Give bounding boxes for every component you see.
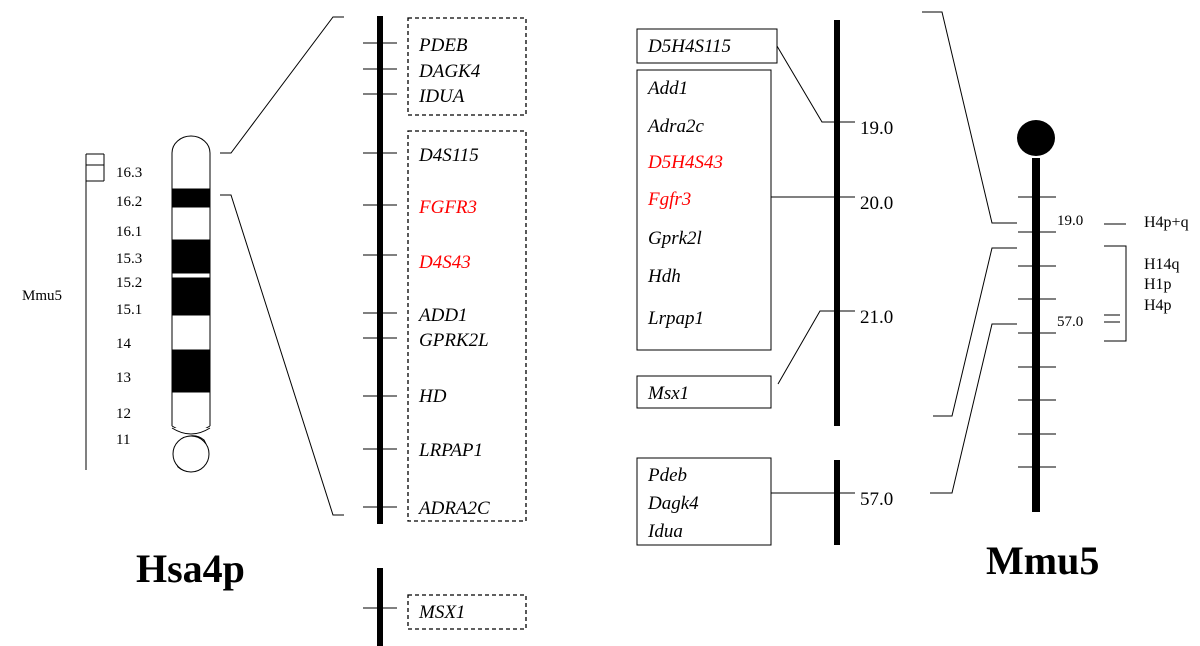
band-label: 15.1 <box>116 302 142 318</box>
gene-label: MSX1 <box>418 602 465 623</box>
tick-label: 57.0 <box>1057 314 1083 330</box>
band-label: 16.3 <box>116 165 142 181</box>
gene-label: ADRA2C <box>417 498 490 519</box>
mouse-map-connectors <box>771 46 855 493</box>
position-label: 21.0 <box>860 307 893 328</box>
expansion-line-bottom <box>220 195 344 515</box>
ideogram-top-cap <box>172 136 210 153</box>
band-label: 14 <box>116 336 132 352</box>
gene-label: Add1 <box>646 78 688 99</box>
human-gene-labels: PDEB DAGK4 IDUA D4S115 FGFR3 D4S43 ADD1 … <box>417 35 490 623</box>
gene-label: Msx1 <box>647 383 689 404</box>
band-15-1 <box>172 278 210 315</box>
gene-group-box-2 <box>408 131 526 521</box>
gene-label: Idua <box>647 521 683 542</box>
side-label-mmu5: Mmu5 <box>22 288 62 304</box>
expansion-line-top <box>220 17 344 153</box>
gene-label-highlighted: D4S43 <box>418 252 471 273</box>
human-expansion-lines <box>220 17 344 515</box>
gene-label: Lrpap1 <box>647 308 704 329</box>
homology-label: H4p <box>1144 297 1172 314</box>
gene-label: Dagk4 <box>647 493 699 514</box>
gene-label: PDEB <box>418 35 468 56</box>
band-labels: 16.3 16.2 16.1 15.3 15.2 15.1 14 13 12 1… <box>116 165 142 448</box>
band-label: 15.3 <box>116 251 142 267</box>
gene-label-highlighted: D5H4S43 <box>647 152 723 173</box>
ideogram-lower-circle <box>173 436 209 472</box>
band-label: 13 <box>116 370 131 386</box>
tick-label: 19.0 <box>1057 213 1083 229</box>
mouse-map-labels: D5H4S115 Add1 Adra2c D5H4S43 Fgfr3 Gprk2… <box>646 36 893 542</box>
centromere <box>1017 120 1055 156</box>
band-label: 16.1 <box>116 224 142 240</box>
gene-label: Adra2c <box>646 116 705 137</box>
homology-label: H1p <box>1144 276 1172 293</box>
band-ticks <box>86 154 104 470</box>
homology-label: H14q <box>1144 256 1180 273</box>
gene-label: HD <box>418 386 447 407</box>
band-label: 11 <box>116 432 130 448</box>
band-label: 12 <box>116 406 131 422</box>
mouse-chromosome-labels: 19.0 57.0 H4p+q H14q H1p H4p <box>1057 213 1189 330</box>
gene-label: D5H4S115 <box>647 36 731 57</box>
gene-label: ADD1 <box>417 305 468 326</box>
gene-label: IDUA <box>418 86 465 107</box>
human-ideogram <box>172 136 210 471</box>
position-label: 20.0 <box>860 193 893 214</box>
position-label: 57.0 <box>860 489 893 510</box>
band-13 <box>172 350 210 392</box>
gene-label: Gprk2l <box>648 228 702 249</box>
human-title: Hsa4p <box>136 546 245 591</box>
mouse-expansion-lines <box>922 12 1017 493</box>
gene-label-highlighted: Fgfr3 <box>647 189 691 210</box>
gene-label: LRPAP1 <box>418 440 483 461</box>
gene-label-highlighted: FGFR3 <box>418 197 477 218</box>
gene-label: Pdeb <box>647 465 687 486</box>
gene-label: DAGK4 <box>418 61 481 82</box>
gene-label: GPRK2L <box>419 330 489 351</box>
band-label: 15.2 <box>116 275 142 291</box>
band-16-2 <box>172 189 210 207</box>
gene-label: D4S115 <box>418 145 479 166</box>
ideogram-cap <box>172 428 210 434</box>
homology-label: H4p+q <box>1144 214 1189 231</box>
position-label: 19.0 <box>860 118 893 139</box>
gene-label: Hdh <box>647 266 681 287</box>
mouse-title: Mmu5 <box>986 538 1099 583</box>
homology-brackets <box>1104 224 1126 341</box>
band-label: 16.2 <box>116 194 142 210</box>
band-15-3 <box>172 240 210 273</box>
